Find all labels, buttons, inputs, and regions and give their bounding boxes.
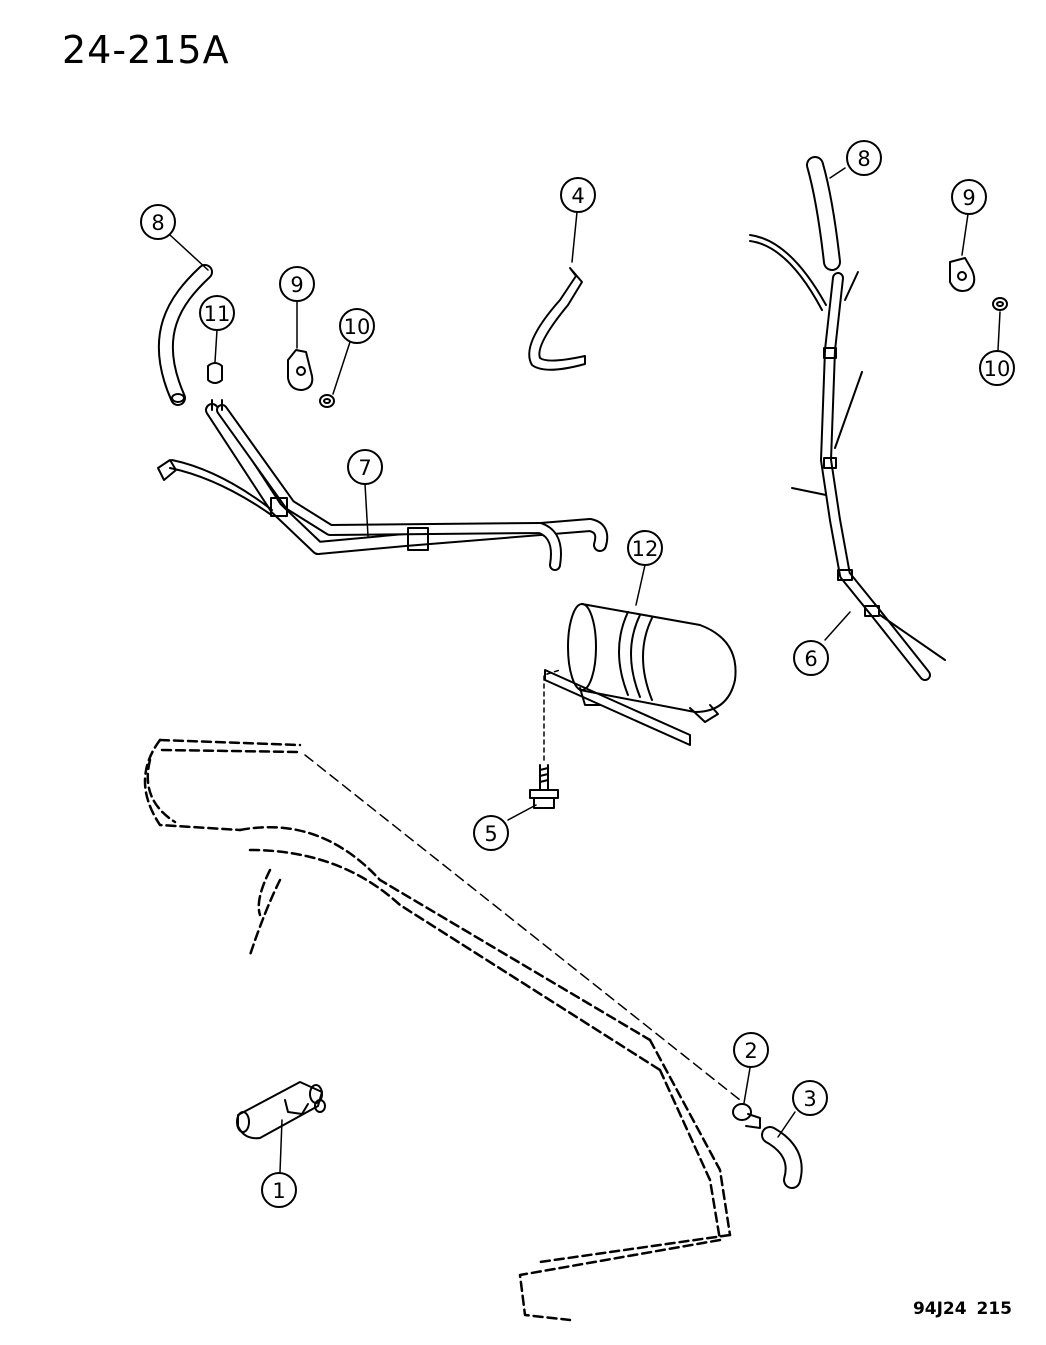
callout-6: 6 — [793, 640, 829, 676]
cap-part-11 — [207, 362, 223, 384]
bolt-part-5 — [529, 669, 561, 809]
svg-text:8: 8 — [151, 211, 164, 235]
nut-part-10-right — [992, 297, 1008, 311]
callouts: 8 11 9 10 4 7 12 5 — [140, 140, 1015, 1208]
svg-text:7: 7 — [358, 456, 371, 480]
page-title: 24-215A — [62, 28, 230, 72]
nut-part-10-left — [319, 394, 335, 408]
valve-part-2 — [732, 1103, 761, 1129]
callout-3: 3 — [792, 1080, 828, 1116]
hose-part-8-right — [806, 156, 841, 271]
callout-8-right: 8 — [846, 140, 882, 176]
callout-5: 5 — [473, 815, 509, 851]
harness-part-7 — [157, 399, 609, 571]
svg-text:2: 2 — [744, 1039, 757, 1063]
svg-text:6: 6 — [804, 647, 817, 671]
svg-text:4: 4 — [571, 184, 584, 208]
callout-8-left: 8 — [140, 204, 176, 240]
hose-part-8-left — [157, 264, 213, 406]
svg-text:10: 10 — [344, 315, 371, 339]
figure-code: 94J24 215 — [912, 1299, 1012, 1319]
canister-part-12 — [544, 603, 737, 746]
svg-text:1: 1 — [272, 1179, 285, 1203]
callout-7: 7 — [347, 449, 383, 485]
callout-9-right: 9 — [951, 179, 987, 215]
svg-text:11: 11 — [204, 302, 231, 326]
strap-part-4 — [528, 267, 586, 371]
svg-text:3: 3 — [803, 1087, 816, 1111]
harness-part-6 — [749, 234, 946, 681]
callout-10-right: 10 — [979, 350, 1015, 386]
svg-text:5: 5 — [484, 822, 497, 846]
callout-4: 4 — [560, 177, 596, 213]
callout-9-left: 9 — [279, 266, 315, 302]
elbow-part-3 — [761, 1126, 803, 1189]
leader-line-part-2 — [304, 754, 741, 1101]
connector-part-1 — [236, 1081, 326, 1140]
svg-text:8: 8 — [857, 147, 870, 171]
clip-part-9-right — [949, 257, 976, 292]
callout-1: 1 — [261, 1172, 297, 1208]
svg-text:12: 12 — [632, 537, 659, 561]
svg-text:9: 9 — [290, 273, 303, 297]
callout-2: 2 — [733, 1032, 769, 1068]
callout-10-left: 10 — [339, 308, 375, 344]
clip-part-9-left — [287, 349, 314, 391]
svg-text:10: 10 — [984, 357, 1011, 381]
svg-text:9: 9 — [962, 186, 975, 210]
dashed-chassis-outline — [143, 738, 732, 1322]
leader-lines — [169, 167, 1001, 1173]
callout-12: 12 — [627, 530, 663, 566]
callout-11: 11 — [199, 295, 235, 331]
